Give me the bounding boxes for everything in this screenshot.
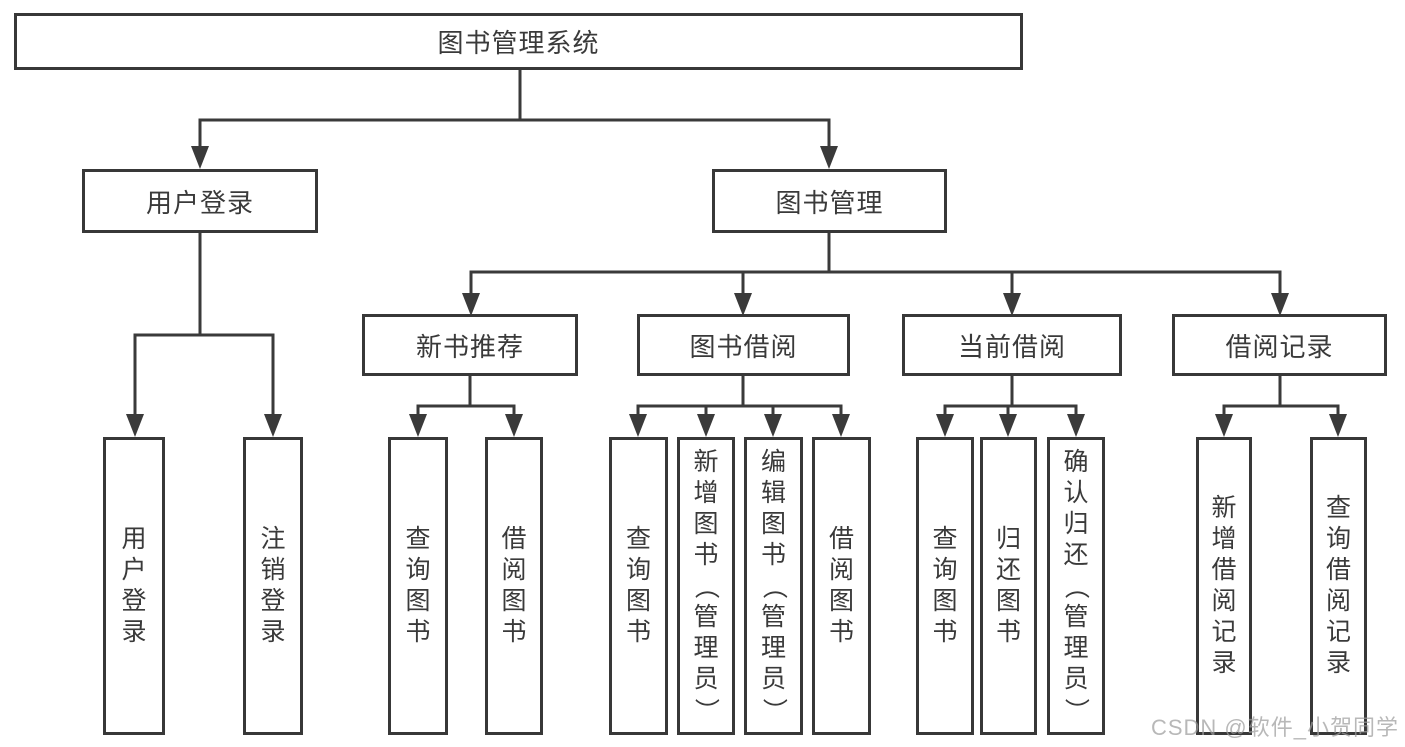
node-query-books-current-label: 查询图书 [932, 525, 958, 646]
node-user-login-leaf: 用户登录 [103, 437, 165, 735]
node-new-book-recommend: 新书推荐 [362, 314, 578, 376]
node-query-books-borrowing-label: 查询图书 [625, 525, 651, 646]
node-query-books-recommend: 查询图书 [388, 437, 448, 735]
node-confirm-return-admin-label: 确认归还（管理员） [1062, 447, 1091, 723]
node-borrow-books: 借阅图书 [812, 437, 871, 735]
node-current-borrowing-label: 当前借阅 [957, 331, 1066, 362]
csdn-watermark: CSDN @软件_小贺同学 [1150, 715, 1399, 740]
arrowhead-icons [126, 146, 1347, 437]
node-query-borrow-record: 查询借阅记录 [1310, 437, 1367, 735]
node-return-books: 归还图书 [980, 437, 1037, 735]
node-add-borrow-record-label: 新增借阅记录 [1211, 494, 1237, 677]
node-borrow-books-recommend-label: 借阅图书 [501, 525, 527, 646]
node-book-borrowing: 图书借阅 [637, 314, 850, 376]
node-edit-book-admin: 编辑图书（管理员） [744, 437, 803, 735]
node-return-books-label: 归还图书 [995, 525, 1021, 646]
node-user-login-leaf-label: 用户登录 [121, 525, 147, 646]
node-confirm-return-admin: 确认归还（管理员） [1047, 437, 1105, 735]
node-borrowing-records-label: 借阅记录 [1225, 331, 1334, 362]
node-query-books-current: 查询图书 [916, 437, 974, 735]
node-add-borrow-record: 新增借阅记录 [1196, 437, 1252, 735]
node-add-book-admin: 新增图书（管理员） [677, 437, 735, 735]
node-borrowing-records: 借阅记录 [1172, 314, 1387, 376]
node-user-login-label: 用户登录 [145, 187, 254, 218]
node-borrow-books-recommend: 借阅图书 [485, 437, 543, 735]
node-book-management-label: 图书管理 [775, 187, 884, 218]
node-root-label: 图书管理系统 [437, 28, 600, 58]
node-root: 图书管理系统 [14, 13, 1023, 70]
node-query-borrow-record-label: 查询借阅记录 [1325, 494, 1351, 677]
node-borrow-books-label: 借阅图书 [828, 525, 854, 646]
node-logout-label: 注销登录 [260, 525, 286, 646]
node-logout: 注销登录 [243, 437, 303, 735]
node-query-books-borrowing: 查询图书 [609, 437, 668, 735]
node-book-management: 图书管理 [712, 169, 947, 233]
connector-path [133, 68, 1340, 421]
node-query-books-recommend-label: 查询图书 [405, 525, 431, 646]
node-user-login: 用户登录 [82, 169, 318, 233]
node-current-borrowing: 当前借阅 [902, 314, 1122, 376]
node-edit-book-admin-label: 编辑图书（管理员） [759, 447, 788, 723]
node-add-book-admin-label: 新增图书（管理员） [692, 447, 721, 723]
node-new-book-recommend-label: 新书推荐 [415, 331, 524, 362]
node-book-borrowing-label: 图书借阅 [689, 331, 798, 362]
